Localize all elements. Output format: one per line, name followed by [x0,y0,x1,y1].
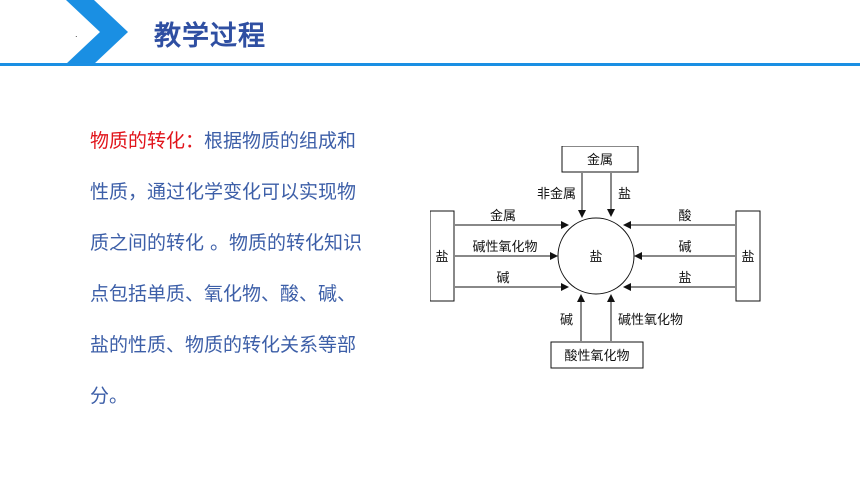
bottom-right-label: 碱性氧化物 [618,313,683,328]
right-arrow-label-3: 盐 [678,271,691,286]
bottom-left-label: 碱 [560,313,573,328]
salt-conversion-diagram: 金属 酸性氧化物 盐 盐 盐 非金属 盐 碱 碱性氧化物 金属 碱性氧化物 碱 … [430,146,761,369]
bottom-box-label: 酸性氧化物 [564,349,629,364]
left-box-label: 盐 [435,250,448,265]
top-right-label: 盐 [618,187,631,202]
page-title: 教学过程 [154,21,266,52]
top-box [561,146,639,173]
left-arrow-label-2: 碱性氧化物 [472,240,537,255]
slide-header: . 教学过程 [0,0,860,70]
right-arrow-label-1: 酸 [678,209,691,224]
right-box [735,210,761,302]
bottom-box [550,341,644,369]
left-arrow-label-1: 金属 [490,208,516,224]
description-text: 物质的转化：根据物质的组成和性质，通过化学变化可以实现物质之间的转化 。物质的转… [90,116,365,422]
header-dot: . [75,30,78,39]
left-box [430,210,455,302]
header-divider [0,63,860,66]
top-left-label: 非金属 [537,186,576,202]
left-arrow-label-3: 碱 [496,271,509,286]
chevron-arrow-icon [0,0,130,64]
highlight-term: 物质的转化： [90,130,205,152]
description-body: 根据物质的组成和性质，通过化学变化可以实现物质之间的转化 。物质的转化知识点包括… [90,130,363,407]
right-arrow-label-2: 碱 [678,240,691,255]
top-box-label: 金属 [587,152,613,168]
center-label: 盐 [589,250,602,265]
right-box-label: 盐 [741,250,754,265]
